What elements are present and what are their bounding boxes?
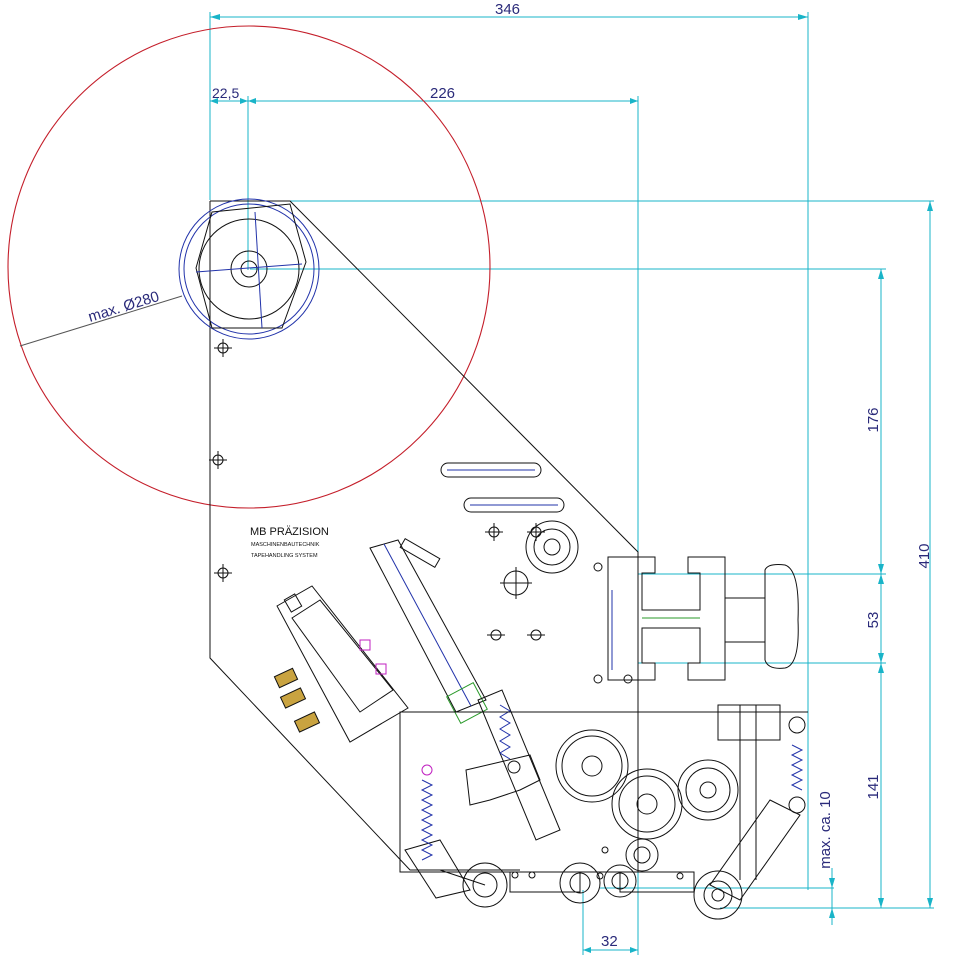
dim-lower-height: 141	[865, 774, 882, 799]
guide-roller-upper	[525, 520, 579, 574]
dim-bottom-width: 32	[601, 933, 618, 950]
max-roll-circle	[7, 25, 491, 509]
dim-roll-offset: 22,5	[212, 85, 239, 101]
roll-diameter-leader	[19, 295, 183, 347]
valve-block	[273, 585, 409, 743]
dim-overall-height: 410	[916, 543, 933, 568]
dim-clamp-height: 53	[865, 612, 882, 629]
pneumatic-cylinder	[369, 537, 561, 841]
cylinder-spring	[499, 704, 521, 774]
dim-upper-height: 176	[865, 407, 882, 432]
dim-roll-diameter: max. Ø280	[86, 288, 161, 326]
company-line2: TAPEHANDLING SYSTEM	[251, 553, 318, 559]
dim-overall-width: 346	[495, 1, 520, 18]
mounting-holes	[209, 339, 633, 684]
mounting-clamp	[607, 556, 799, 681]
dimension-arrows	[210, 14, 933, 953]
springs	[420, 716, 806, 861]
lower-holes	[511, 846, 684, 880]
applicator-assembly	[399, 704, 801, 920]
company-name: MB PRÄZISION	[250, 526, 329, 538]
dim-stroke: max. ca. 10	[817, 791, 834, 869]
roll-hub	[178, 198, 320, 340]
company-line1: MASCHINENBAUTECHNIK	[251, 542, 320, 548]
dim-roll-to-edge: 226	[430, 85, 455, 102]
adjustment-slots	[440, 462, 565, 513]
